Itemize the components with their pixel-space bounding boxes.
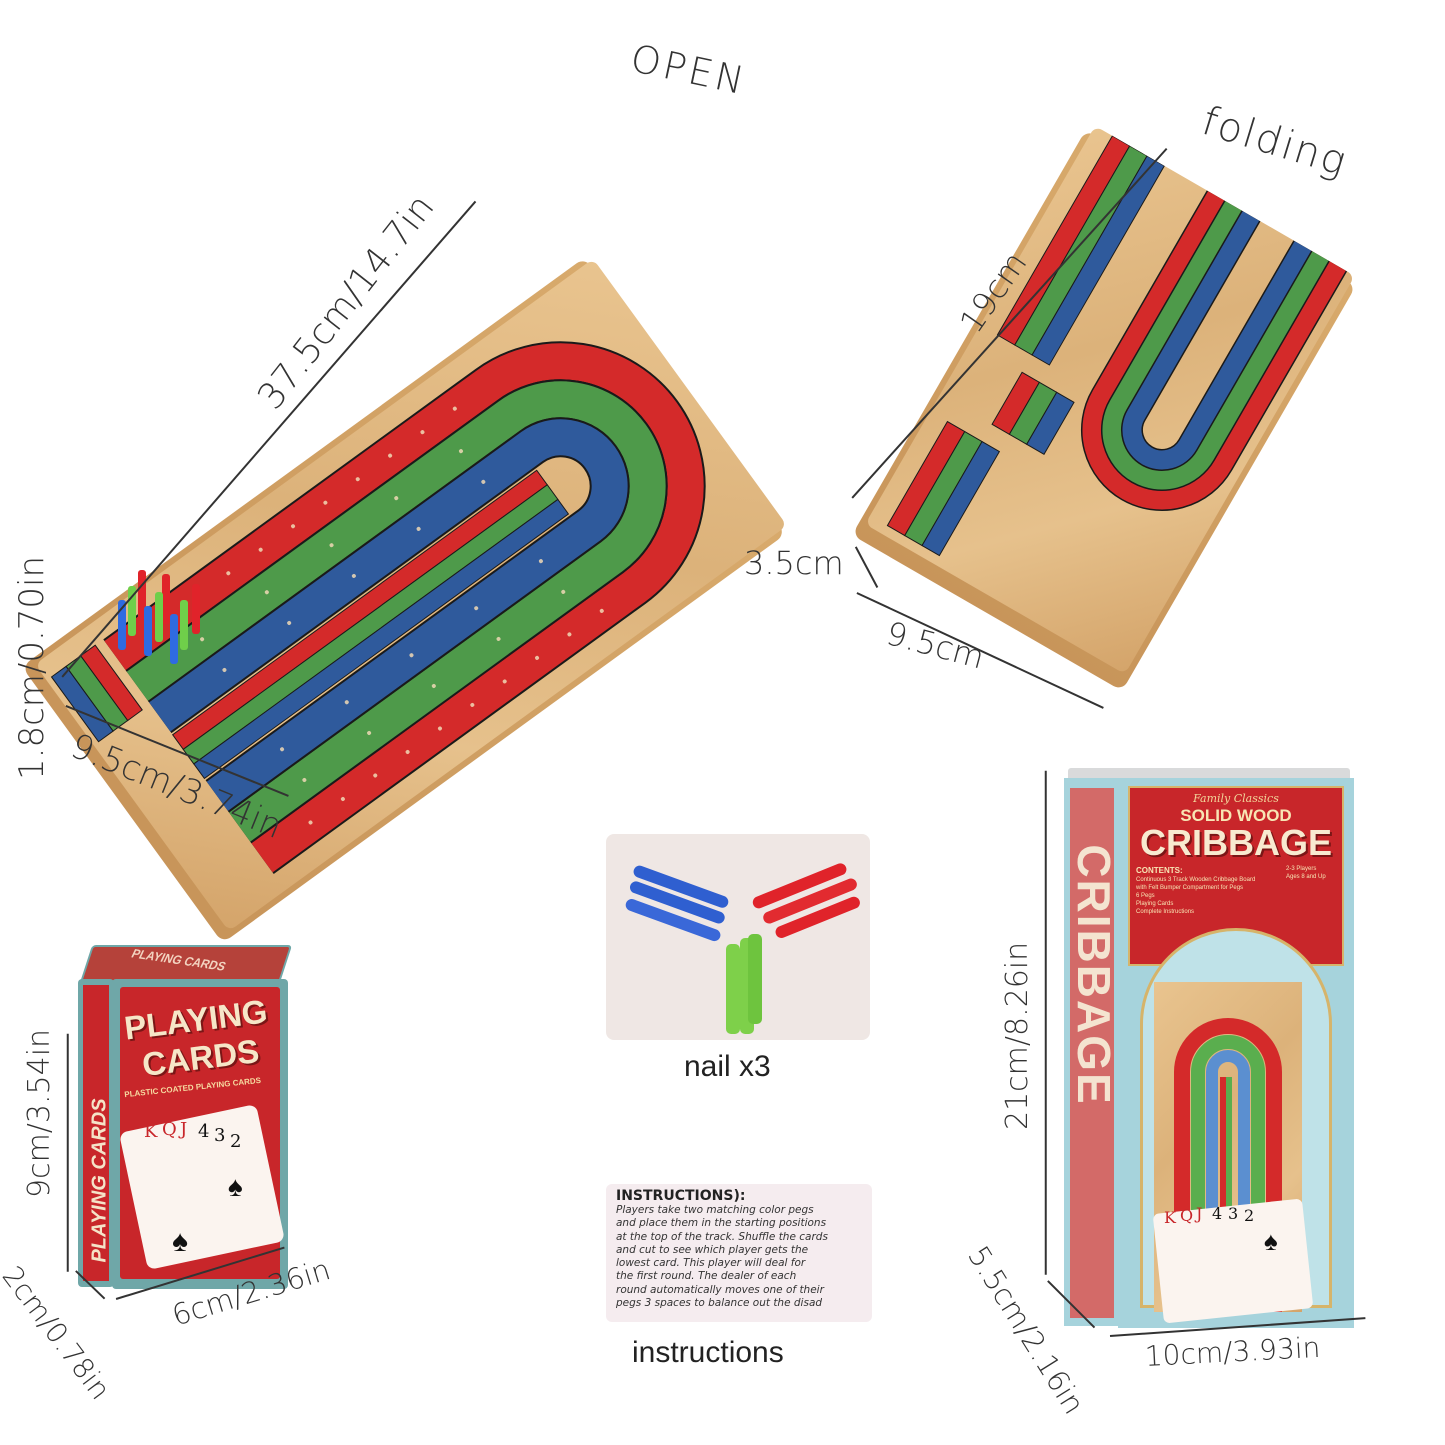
instructions-heading: INSTRUCTIONS): <box>616 1188 746 1204</box>
cribbage-box: CRIBBAGE Family Classics SOLID WOOD CRIB… <box>1064 768 1354 1328</box>
card-q: Q <box>1180 1206 1194 1225</box>
card-2: 2 <box>1244 1206 1255 1225</box>
top-face-text: PLAYING CARDS <box>129 946 229 974</box>
spade-icon: ♠ <box>228 1171 243 1202</box>
folding-height-line <box>855 546 879 588</box>
ages-text: Ages 8 and Up <box>1286 874 1326 880</box>
contents-item: Continuous 3 Track Wooden Cribbage Board <box>1136 877 1256 883</box>
folding-height-label: 3.5cm <box>744 544 844 582</box>
instructions-line: and cut to see which player gets the <box>616 1243 809 1256</box>
contents-item: with Felt Bumper Compartment for Pegs <box>1136 885 1244 891</box>
open-height-label: 1.8cm/0.70in <box>12 555 52 780</box>
contents-item: 6 Pegs <box>1136 893 1155 899</box>
instructions-line: lowest card. This player will deal for <box>616 1257 806 1270</box>
crib-height-line <box>1045 770 1047 1275</box>
folding-track-graphic <box>886 135 1348 557</box>
card-2: 2 <box>230 1131 242 1152</box>
folding-width-label: 9.5cm <box>882 614 989 677</box>
card-j: J <box>1196 1204 1203 1223</box>
card-k: K <box>1164 1208 1176 1227</box>
card-4: 4 <box>1212 1204 1223 1223</box>
pegs-photo <box>606 834 870 1040</box>
cribbage-side-text: CRIBBAGE <box>1068 844 1120 1106</box>
cards-height-line <box>67 1033 69 1272</box>
card-4: 4 <box>198 1121 210 1142</box>
card-3: 3 <box>214 1125 226 1146</box>
instructions-line: pegs 3 spaces to balance out the disad <box>616 1297 823 1310</box>
card-3: 3 <box>1228 1204 1239 1223</box>
cribbage-title-small: SOLID WOOD <box>1180 806 1292 825</box>
instructions-caption: instructions <box>632 1336 784 1369</box>
spade-icon: ♠ <box>1264 1226 1278 1256</box>
spade-icon-large: ♠ <box>172 1225 188 1258</box>
contents-item: Playing Cards <box>1136 901 1174 907</box>
contents-list: Continuous 3 Track Wooden Cribbage Board… <box>1136 876 1255 916</box>
playing-cards-box: PLAYING CARDS PLAYING CARDS PLAYING CARD… <box>78 945 293 1290</box>
pegs-on-board <box>118 570 200 664</box>
contents-item: Complete Instructions <box>1136 909 1195 915</box>
contents-heading: CONTENTS: <box>1136 866 1183 875</box>
box-fanned-cards: K Q J 4 3 2 ♠ <box>1152 1198 1314 1324</box>
instructions-line: the first round. The dealer of each <box>616 1270 797 1283</box>
open-title: OPEN <box>626 36 751 104</box>
crib-width-label: 10cm/3.93in <box>1144 1330 1322 1373</box>
box-board-illustration <box>1174 1018 1282 1312</box>
folding-cribbage-board <box>851 125 1357 692</box>
pegs-illustration <box>625 863 860 1034</box>
side-face-text: PLAYING CARDS <box>88 1098 111 1263</box>
instructions-line: and place them in the starting positions <box>616 1217 827 1230</box>
cards-height-label: 9cm/3.54in <box>22 1028 57 1198</box>
players-text: 2-3 Players <box>1286 866 1317 872</box>
cribbage-title-big: CRIBBAGE <box>1139 822 1332 863</box>
instructions-line: Players take two matching color pegs <box>616 1204 814 1216</box>
card-q: Q <box>162 1119 177 1140</box>
instructions-body: Players take two matching color pegs and… <box>616 1204 862 1310</box>
instructions-card: INSTRUCTIONS): Players take two matching… <box>606 1184 872 1322</box>
open-cribbage-board <box>21 257 788 944</box>
cribbage-tagline: Family Classics <box>1193 792 1279 805</box>
instructions-line: round automatically moves one of their <box>616 1283 824 1296</box>
card-j: J <box>180 1119 188 1140</box>
folding-title: folding <box>1196 98 1353 186</box>
track-graphic <box>50 341 706 874</box>
pegs-caption: nail x3 <box>684 1050 771 1083</box>
instructions-line: at the top of the track. Shuffle the car… <box>616 1230 828 1243</box>
fanned-cards: K Q J 4 3 2 ♠ ♠ <box>118 1103 286 1271</box>
crib-height-label: 21cm/8.26in <box>1000 941 1035 1130</box>
card-k: K <box>144 1121 158 1142</box>
